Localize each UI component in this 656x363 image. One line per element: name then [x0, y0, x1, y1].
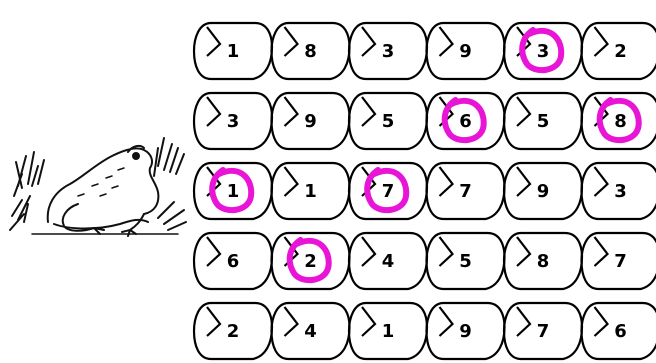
lily-pad-number: 9 [537, 181, 550, 202]
lily-pad: 6 [582, 303, 656, 359]
lily-pad: 7 [427, 163, 505, 219]
lily-pad: 3 [349, 23, 427, 79]
lily-pad: 3 [194, 93, 272, 149]
lily-pad: 9 [427, 23, 505, 79]
lily-pad-number: 8 [614, 111, 627, 132]
lily-pad: 2 [194, 303, 272, 359]
lily-pad: 9 [427, 303, 505, 359]
lily-pad: 7 [504, 303, 582, 359]
lily-pad-number: 5 [459, 251, 472, 272]
lily-pad-number: 2 [304, 251, 317, 272]
lily-pad-number: 1 [382, 321, 395, 342]
lily-pad-number: 9 [304, 111, 317, 132]
lily-pad: 6 [194, 233, 272, 289]
lily-pad-number: 2 [614, 41, 627, 62]
lily-pad-number: 6 [227, 251, 240, 272]
lily-pad: 1 [272, 163, 350, 219]
lily-pad-number: 8 [537, 251, 550, 272]
lily-pad: 1 [349, 303, 427, 359]
lily-pad: 1 [194, 23, 272, 79]
lily-pad: 7 [582, 233, 656, 289]
lily-pad-number: 6 [614, 321, 627, 342]
lily-pad: 4 [272, 303, 350, 359]
lily-pad-number: 9 [459, 41, 472, 62]
lily-pad-number: 7 [459, 181, 472, 202]
lily-pad-number: 7 [537, 321, 550, 342]
lily-pad: 5 [427, 233, 505, 289]
lily-pad: 5 [349, 93, 427, 149]
lily-pad-number: 3 [227, 111, 240, 132]
lily-pad: 3 [582, 163, 656, 219]
lily-pad-number: 1 [227, 41, 240, 62]
lily-pad: 8 [504, 233, 582, 289]
lily-pad: 8 [272, 23, 350, 79]
lily-pad: 9 [504, 163, 582, 219]
lily-pad-number: 7 [614, 251, 627, 272]
lily-pad-number: 1 [304, 181, 317, 202]
lily-pad: 2 [582, 23, 656, 79]
lily-pad-number: 9 [459, 321, 472, 342]
lily-pad-number: 3 [537, 41, 550, 62]
lily-pad: 5 [504, 93, 582, 149]
lily-pad-number: 3 [382, 41, 395, 62]
lily-pad-number: 6 [459, 111, 472, 132]
lily-pad: 4 [349, 233, 427, 289]
lily-pad-number: 4 [304, 321, 317, 342]
lily-pad-number: 1 [227, 181, 240, 202]
lily-pad-number: 5 [382, 111, 395, 132]
lily-pad-number: 2 [227, 321, 240, 342]
lily-pad-number: 4 [382, 251, 395, 272]
lily-pad-number: 7 [382, 181, 395, 202]
lily-pad-number: 8 [304, 41, 317, 62]
lily-pad: 9 [272, 93, 350, 149]
lily-pad-number: 3 [614, 181, 627, 202]
lily-pad-number: 5 [537, 111, 550, 132]
